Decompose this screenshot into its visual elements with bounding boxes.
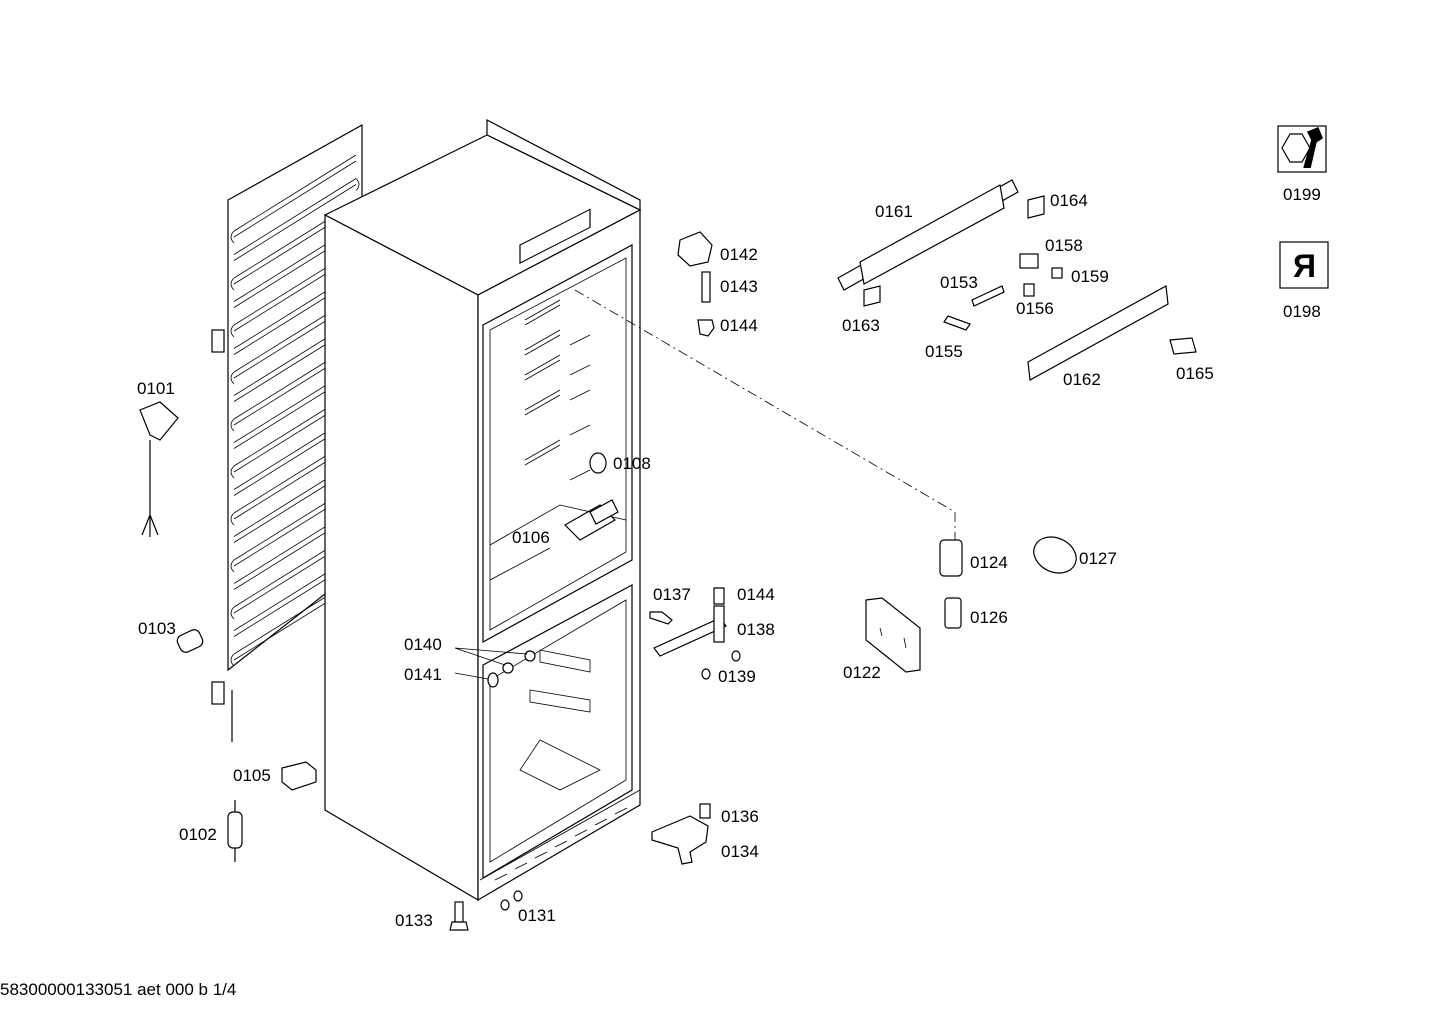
- label-0141[interactable]: 0141: [404, 665, 442, 684]
- label-0124[interactable]: 0124: [970, 553, 1008, 572]
- label-0163[interactable]: 0163: [842, 316, 880, 335]
- label-0159[interactable]: 0159: [1071, 267, 1109, 286]
- label-0153[interactable]: 0153: [940, 273, 978, 292]
- label-0143[interactable]: 0143: [720, 277, 758, 296]
- label-0122[interactable]: 0122: [843, 663, 881, 682]
- power-cord-part[interactable]: [139, 401, 179, 537]
- label-0136[interactable]: 0136: [721, 807, 759, 826]
- label-0164[interactable]: 0164: [1050, 191, 1088, 210]
- label-0105[interactable]: 0105: [233, 766, 271, 785]
- label-0144-middle[interactable]: 0144: [737, 585, 775, 604]
- label-0144-top[interactable]: 0144: [720, 316, 758, 335]
- label-0140[interactable]: 0140: [404, 635, 442, 654]
- label-0108[interactable]: 0108: [613, 454, 651, 473]
- label-0139[interactable]: 0139: [718, 667, 756, 686]
- label-0102[interactable]: 0102: [179, 825, 217, 844]
- label-0162[interactable]: 0162: [1063, 370, 1101, 389]
- label-0133[interactable]: 0133: [395, 911, 433, 930]
- spare-glyph: R: [1293, 248, 1316, 284]
- lamp-holder-part[interactable]: [939, 539, 963, 629]
- sensor-set-part[interactable]: [863, 195, 1197, 355]
- panel-strip-part[interactable]: [1027, 285, 1169, 381]
- lamp-cover-part[interactable]: [1028, 530, 1082, 579]
- label-0103[interactable]: 0103: [138, 619, 176, 638]
- label-0198[interactable]: 0198: [1283, 302, 1321, 321]
- label-0158[interactable]: 0158: [1045, 236, 1083, 255]
- label-0199[interactable]: 0199: [1283, 185, 1321, 204]
- bracket-part[interactable]: [281, 761, 317, 791]
- label-0165[interactable]: 0165: [1176, 364, 1214, 383]
- label-0106[interactable]: 0106: [512, 528, 550, 547]
- wrench-nut-icon[interactable]: [1277, 125, 1327, 173]
- part-labels: 0101 0102 0103 0105 0106 0108 0122 0124 …: [137, 185, 1321, 930]
- label-0155[interactable]: 0155: [925, 342, 963, 361]
- drier-cap-part[interactable]: [175, 628, 204, 654]
- document-reference: 58300000133051 aet 000 b 1/4: [0, 980, 237, 999]
- label-0138[interactable]: 0138: [737, 620, 775, 639]
- label-0126[interactable]: 0126: [970, 608, 1008, 627]
- label-0137[interactable]: 0137: [653, 585, 691, 604]
- filter-drier-part[interactable]: [227, 800, 243, 862]
- middle-hinge-part[interactable]: [649, 587, 741, 680]
- label-0134[interactable]: 0134: [721, 842, 759, 861]
- label-0131[interactable]: 0131: [518, 906, 556, 925]
- label-0101[interactable]: 0101: [137, 379, 175, 398]
- cabinet: [323, 119, 642, 902]
- drain-tray-part[interactable]: [564, 499, 619, 541]
- label-0142[interactable]: 0142: [720, 245, 758, 264]
- cover-disc-part[interactable]: [589, 452, 607, 474]
- mirrored-r-icon[interactable]: R: [1279, 241, 1329, 289]
- foot-screw-part[interactable]: [449, 890, 523, 931]
- top-hinge-part[interactable]: [677, 231, 715, 337]
- bottom-hinge-part[interactable]: [651, 803, 711, 865]
- screw-pair-part[interactable]: [454, 647, 536, 688]
- label-0156[interactable]: 0156: [1016, 299, 1054, 318]
- label-0127[interactable]: 0127: [1079, 549, 1117, 568]
- label-0161[interactable]: 0161: [875, 202, 913, 221]
- control-cover-part[interactable]: [865, 597, 921, 673]
- electronics-strip-part[interactable]: [837, 179, 1019, 291]
